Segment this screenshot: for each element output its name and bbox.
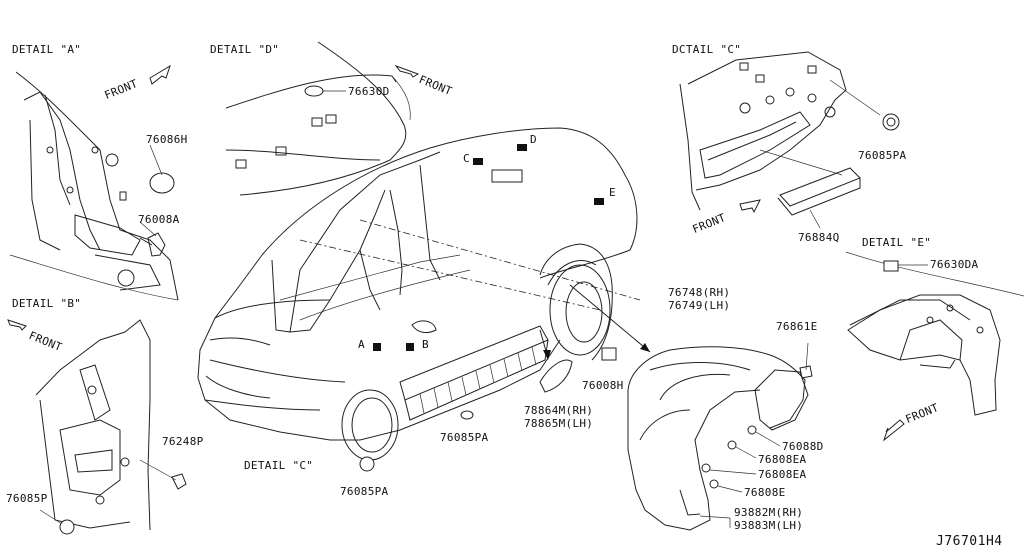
car-body-drawing: [197, 127, 651, 472]
part-76085PA-center: 76085PA: [440, 431, 489, 444]
marker-b: B: [422, 338, 429, 351]
detail-d-title: DETAIL "D": [210, 43, 280, 56]
part-76630D: 76630D: [348, 85, 390, 98]
part-76861E: 76861E: [776, 320, 818, 333]
detail-d-drawing: [225, 41, 420, 196]
marker-e: E: [609, 186, 616, 199]
detail-c-title: DETAIL "C": [244, 459, 314, 472]
inner-fender-drawing: [627, 342, 813, 531]
part-93882M: 93882M(RH): [734, 506, 804, 519]
part-76008H: 76008H: [582, 379, 624, 392]
part-93883M: 93883M(LH): [734, 519, 804, 532]
part-76085PA-top: 76085PA: [858, 149, 907, 162]
detail-a-drawing: [9, 64, 179, 301]
part-76630DA: 76630DA: [930, 258, 979, 271]
detail-e-title: DETAIL "E": [862, 236, 932, 249]
detail-b-drawing: [7, 319, 187, 535]
detail-c-top-title: DCTAIL "C": [672, 43, 742, 56]
part-76248P: 76248P: [162, 435, 204, 448]
marker-d: D: [530, 133, 537, 146]
detail-a-title: DETAIL "A": [12, 43, 82, 56]
part-78864M: 78864M(RH): [524, 404, 594, 417]
part-78865M: 78865M(LH): [524, 417, 594, 430]
part-76749: 76749(LH): [668, 299, 731, 312]
part-76085PA-bottom: 76085PA: [340, 485, 389, 498]
marker-c: C: [463, 152, 470, 165]
diagram-reference: J76701H4: [936, 534, 1003, 549]
marker-a: A: [358, 338, 365, 351]
part-76748: 76748(RH): [668, 286, 731, 299]
part-76088D: 76088D: [782, 440, 824, 453]
part-76808E: 76808E: [744, 486, 786, 499]
part-76808EA-1: 76808EA: [758, 453, 807, 466]
detail-b-title: DETAIL "B": [12, 297, 82, 310]
part-76085P: 76085P: [6, 492, 48, 505]
part-76086H: 76086H: [146, 133, 188, 146]
part-76884Q: 76884Q: [798, 231, 840, 244]
detail-c-drawing: [679, 51, 900, 229]
part-76808EA-2: 76808EA: [758, 468, 807, 481]
detail-e-drawing: [845, 251, 1024, 442]
part-76008A: 76008A: [138, 213, 180, 226]
